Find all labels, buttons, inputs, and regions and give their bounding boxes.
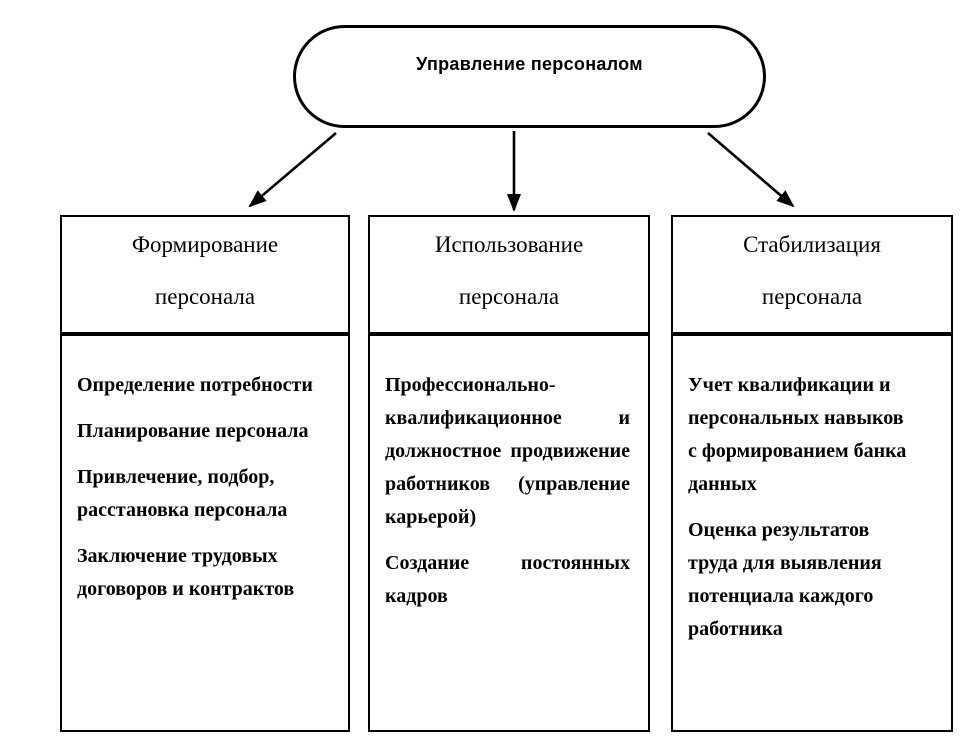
column-formation-header-line2: персонала xyxy=(154,284,256,309)
list-item: Планирование персонала xyxy=(77,420,309,442)
column-formation-header-line1: Формирование xyxy=(131,232,279,257)
column-formation: Формирование персонала Определение потре… xyxy=(60,215,350,732)
list-item: Заключение трудовых договоров и контракт… xyxy=(77,545,295,600)
list-item: Оценка результатов труда для выявления п… xyxy=(688,519,882,640)
arrow-to-formation xyxy=(248,132,337,208)
column-usage-header-line1: Использование xyxy=(434,232,584,257)
arrow-to-stabilization xyxy=(707,132,795,208)
column-usage-header-line2: персонала xyxy=(458,284,560,309)
column-usage: Использование персонала Профессионально-… xyxy=(368,215,650,732)
column-usage-body: Профессионально-квалификационное и должн… xyxy=(370,336,648,613)
column-stabilization-body: Учет квалификации и персональных навыков… xyxy=(673,336,951,646)
column-stabilization-header: Стабилизация персонала xyxy=(673,217,951,336)
column-formation-header: Формирование персонала xyxy=(62,217,348,336)
column-stabilization: Стабилизация персонала Учет квалификации… xyxy=(671,215,953,732)
list-item: Учет квалификации и персональных навыков… xyxy=(688,374,907,495)
column-stabilization-header-line1: Стабилизация xyxy=(743,232,881,257)
column-usage-header: Использование персонала xyxy=(370,217,648,336)
list-item: Определение потребности xyxy=(77,374,313,396)
list-item: Привлечение, подбор, расстановка персона… xyxy=(77,466,288,521)
list-item: Профессионально-квалификационное и должн… xyxy=(385,374,630,528)
column-formation-body: Определение потребности Планирование пер… xyxy=(62,336,348,606)
root-node-label: Управление персоналом xyxy=(416,54,643,74)
column-stabilization-header-line2: персонала xyxy=(761,284,863,309)
root-node: Управление персоналом xyxy=(293,25,766,128)
list-item: Создание постоянных кадров xyxy=(385,552,630,607)
